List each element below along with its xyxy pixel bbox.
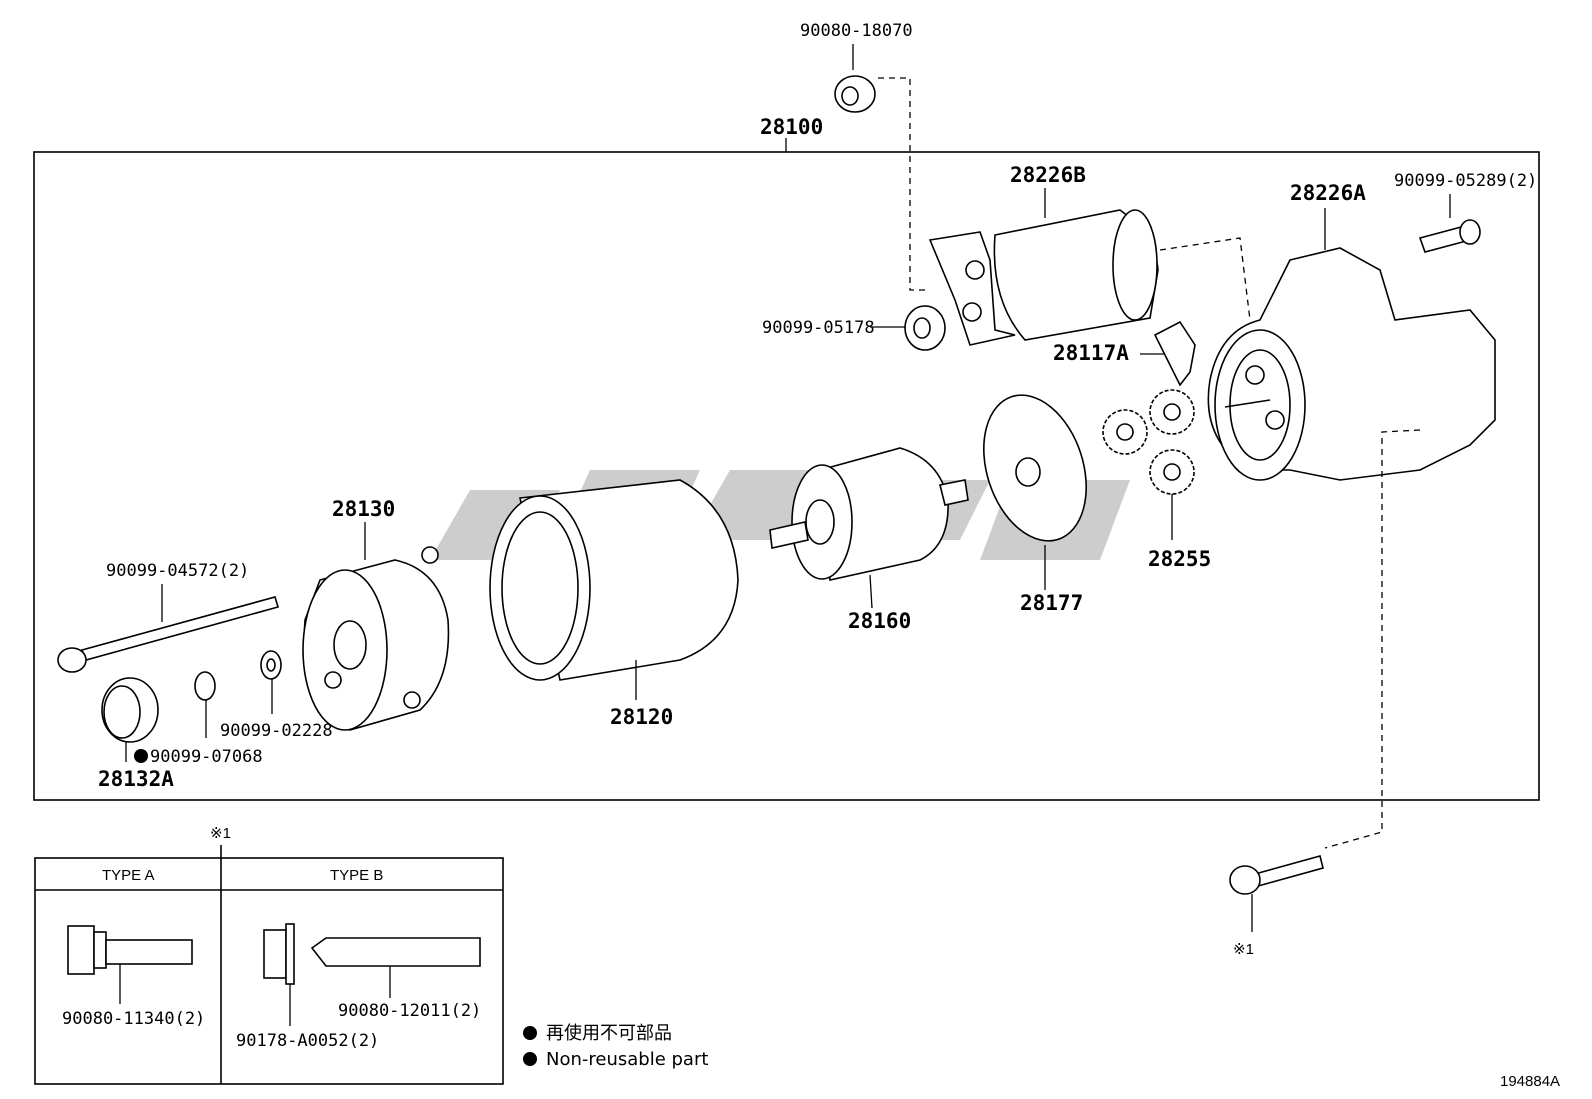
label-90099-05178: 90099-05178	[762, 318, 875, 338]
label-28177: 28177	[1020, 591, 1083, 615]
part-90099-05178[interactable]: 90099-05178	[762, 305, 946, 351]
non-reusable-marker	[134, 749, 148, 763]
label-28226A: 28226A	[1290, 181, 1366, 205]
figure-id: 194884A	[1500, 1073, 1560, 1090]
legend-bullet-en	[523, 1052, 537, 1066]
part-28130-end-frame[interactable]: 28130	[302, 497, 450, 731]
label-28120: 28120	[610, 705, 673, 729]
part-28120-yoke[interactable]: 28120	[489, 479, 739, 729]
label-90178-A0052: 90178-A0052(2)	[236, 1031, 379, 1051]
detail-ref-mark: ※1	[210, 825, 231, 842]
label-28130: 28130	[332, 497, 395, 521]
part-90099-02228-washer[interactable]: 90099-02228	[220, 650, 333, 741]
label-28132A: 28132A	[98, 767, 174, 791]
part-90099-07068-washer[interactable]: 90099-07068	[134, 671, 263, 767]
part-90099-04572-bolt[interactable]: 90099-04572(2)	[57, 561, 280, 673]
part-90080-18070[interactable]: 90080-18070	[800, 21, 928, 291]
part-28226B-solenoid[interactable]: 28226B	[928, 163, 1251, 346]
label-90080-18070: 90080-18070	[800, 21, 913, 41]
legend-line-en: Non-reusable part	[546, 1049, 708, 1070]
ref-mark-bottom: ※1	[1233, 941, 1254, 958]
label-28160: 28160	[848, 609, 911, 633]
legend: 再使用不可部品 Non-reusable part	[523, 1023, 708, 1070]
type-b-header: TYPE B	[330, 867, 383, 884]
label-90080-11340: 90080-11340(2)	[62, 1009, 205, 1029]
type-b-nut-and-stud[interactable]: 90178-A0052(2) 90080-12011(2)	[236, 923, 481, 1051]
label-28255: 28255	[1148, 547, 1211, 571]
part-28255-gears[interactable]: 28255	[1102, 389, 1211, 571]
type-a-bolt[interactable]: 90080-11340(2)	[62, 925, 205, 1029]
label-90099-05289: 90099-05289(2)	[1394, 171, 1537, 191]
legend-bullet-jp	[523, 1026, 537, 1040]
assembly-number-label: 28100	[760, 115, 823, 139]
label-90080-12011: 90080-12011(2)	[338, 1001, 481, 1021]
label-28117A: 28117A	[1053, 341, 1129, 365]
part-90099-05289[interactable]: 90099-05289(2)	[1394, 171, 1537, 253]
part-28226A-housing[interactable]: 28226A	[1207, 181, 1496, 481]
label-90099-04572: 90099-04572(2)	[106, 561, 249, 581]
type-a-header: TYPE A	[102, 867, 155, 884]
label-28226B: 28226B	[1010, 163, 1086, 187]
part-28132A-cap[interactable]: 28132A	[98, 677, 174, 791]
part-28117A-lever[interactable]: 28117A	[1053, 320, 1196, 387]
detail-box: ※1 TYPE A TYPE B 90080-11340(2) 90178-A0…	[34, 825, 504, 1085]
label-90099-02228: 90099-02228	[220, 721, 333, 741]
legend-line-jp: 再使用不可部品	[546, 1023, 672, 1044]
part-28177-plate[interactable]: 28177	[966, 382, 1104, 615]
part-mounting-bolt[interactable]: ※1	[1229, 429, 1421, 958]
label-90099-07068: 90099-07068	[150, 747, 263, 767]
part-28160-armature[interactable]: 28160	[769, 447, 969, 633]
